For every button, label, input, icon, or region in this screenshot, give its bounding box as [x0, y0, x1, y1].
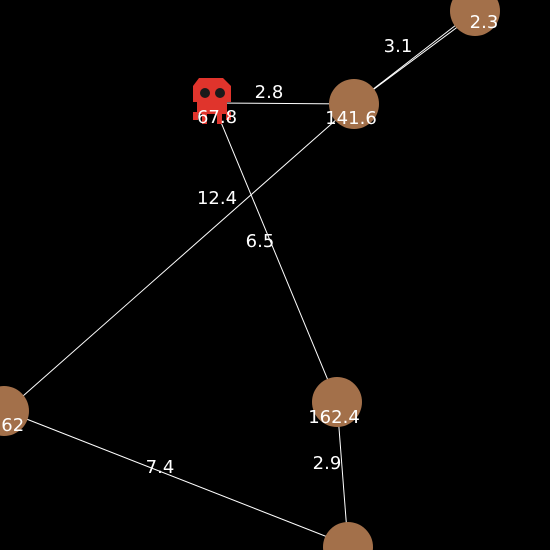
- edge-left-bottom-label: 7.4: [146, 457, 175, 478]
- nodes-layer: [0, 0, 500, 550]
- player-value: 67.8: [197, 107, 237, 128]
- node-top-right-value: 2.3: [470, 12, 499, 33]
- edge-hub-topright-b[interactable]: [353, 13, 476, 105]
- edge-labels-layer: 2.8 3.1 12.4 6.5 7.4 2.9: [146, 36, 413, 478]
- octopus-eye-right: [215, 88, 225, 98]
- edge-player-middle-label: 6.5: [246, 231, 275, 252]
- node-top-right[interactable]: [450, 0, 500, 36]
- node-left-value: 162: [0, 415, 24, 436]
- edge-hub-topright-label: 3.1: [384, 36, 413, 57]
- edge-player-middle[interactable]: [212, 102, 338, 403]
- edges-layer: [5, 13, 476, 546]
- edge-hub-left-label: 12.4: [197, 188, 237, 209]
- edge-left-bottom[interactable]: [5, 410, 349, 546]
- node-middle[interactable]: [312, 377, 362, 427]
- node-hub-value: 141.6: [325, 108, 377, 129]
- node-hub[interactable]: [329, 79, 379, 129]
- node-labels-layer: 2.3 141.6 162 162.4 67.8: [0, 12, 498, 436]
- node-middle-value: 162.4: [308, 407, 360, 428]
- octopus-icon[interactable]: [193, 78, 231, 124]
- node-bottom[interactable]: [323, 522, 373, 550]
- edge-middle-bottom-label: 2.9: [313, 453, 342, 474]
- octopus-eye-left: [200, 88, 210, 98]
- node-left[interactable]: [0, 386, 29, 436]
- edge-hub-left[interactable]: [5, 103, 355, 412]
- edge-player-hub-label: 2.8: [255, 82, 284, 103]
